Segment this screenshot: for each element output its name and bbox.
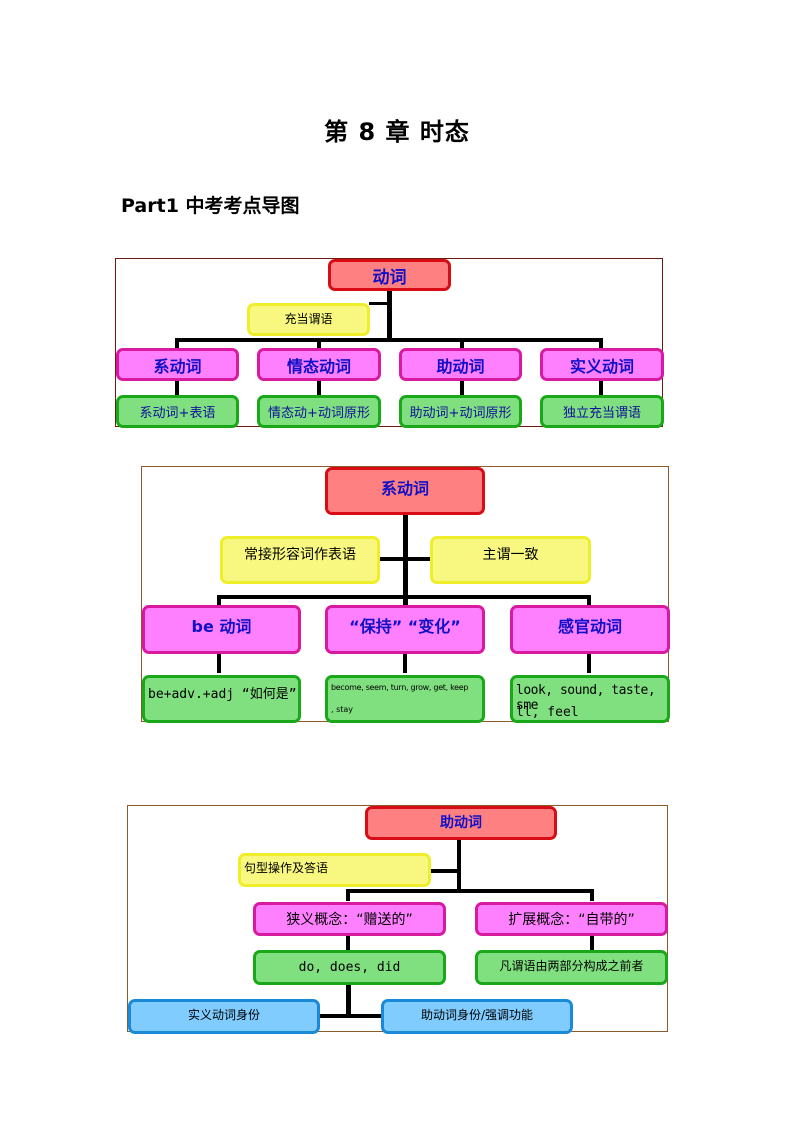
detail-node: do, does, did [253, 950, 446, 985]
branch-node: 助动词 [399, 348, 522, 381]
root-node: 动词 [328, 259, 451, 291]
connector-line [460, 380, 464, 397]
connector-line [587, 595, 591, 607]
detail-line: become, seem, turn, grow, get, keep [331, 683, 469, 692]
connector-line [346, 934, 350, 952]
connector-line [599, 338, 603, 350]
verb-mindmap: 动词 充当谓语 系动词 情态动词 助动词 实义动词 系动词+表语 情态动+动词原… [115, 258, 664, 428]
root-node: 系动词 [325, 467, 485, 515]
branch-node: 实义动词 [540, 348, 664, 381]
connector-line [587, 653, 591, 673]
detail-node: 情态动+动词原形 [257, 395, 381, 428]
connector-line [217, 595, 591, 599]
branch-node: 感官动词 [510, 605, 670, 654]
detail-node: become, seem, turn, grow, get, keep , st… [325, 675, 485, 723]
sub-branch-node: 实义动词身份 [128, 999, 320, 1034]
connector-line [379, 557, 431, 561]
connector-line [590, 889, 594, 901]
connector-line [317, 338, 321, 350]
branch-node: 情态动词 [257, 348, 381, 381]
detail-node: 系动词+表语 [116, 395, 239, 428]
branch-node: be 动词 [142, 605, 301, 654]
connector-line [318, 1014, 383, 1018]
connector-line [346, 984, 351, 1018]
connector-line [175, 338, 603, 342]
branch-node: 系动词 [116, 348, 239, 381]
connector-line [599, 380, 603, 397]
connector-line [457, 838, 461, 891]
connector-line [403, 653, 407, 673]
side-note-node: 常接形容词作表语 [220, 536, 380, 584]
connector-line [590, 934, 594, 952]
detail-node: look, sound, taste, sme ll, feel [510, 675, 670, 723]
chapter-title: 第 8 章 时态 [324, 118, 470, 146]
auxiliary-verb-mindmap: 助动词 句型操作及答语 狭义概念：“赠送的” 扩展概念：“自带的” do, do… [127, 805, 668, 1034]
detail-node: be+adv.+adj “如何是” [142, 675, 301, 723]
detail-line: ll, feel [516, 705, 579, 720]
detail-node: 凡谓语由两部分构成之前者 [475, 950, 668, 985]
detail-node: 独立充当谓语 [540, 395, 664, 428]
connector-line [217, 653, 221, 673]
connector-line [369, 302, 389, 305]
connector-line [460, 338, 464, 350]
detail-line: , stay [331, 705, 354, 714]
linking-verb-mindmap: 系动词 常接形容词作表语 主谓一致 be 动词 “保持” “变化” 感官动词 b… [141, 466, 670, 723]
branch-node: “保持” “变化” [325, 605, 485, 654]
detail-node: 助动词+动词原形 [399, 395, 522, 428]
root-node: 助动词 [365, 806, 557, 840]
section-title: Part1 中考考点导图 [121, 195, 300, 217]
connector-line [175, 380, 179, 397]
connector-line [175, 338, 179, 350]
sub-branch-node: 助动词身份/强调功能 [381, 999, 573, 1034]
connector-line [430, 869, 460, 873]
connector-line [217, 595, 221, 607]
side-note-node: 句型操作及答语 [238, 853, 431, 887]
branch-node: 狭义概念：“赠送的” [253, 902, 446, 936]
side-note-node: 充当谓语 [247, 303, 370, 336]
side-note-node: 主谓一致 [430, 536, 591, 584]
connector-line [387, 287, 392, 341]
connector-line [346, 889, 594, 893]
branch-node: 扩展概念：“自带的” [475, 902, 668, 936]
connector-line [346, 889, 350, 901]
detail-line: look, sound, taste, sme [516, 683, 656, 713]
connector-line [317, 380, 321, 397]
